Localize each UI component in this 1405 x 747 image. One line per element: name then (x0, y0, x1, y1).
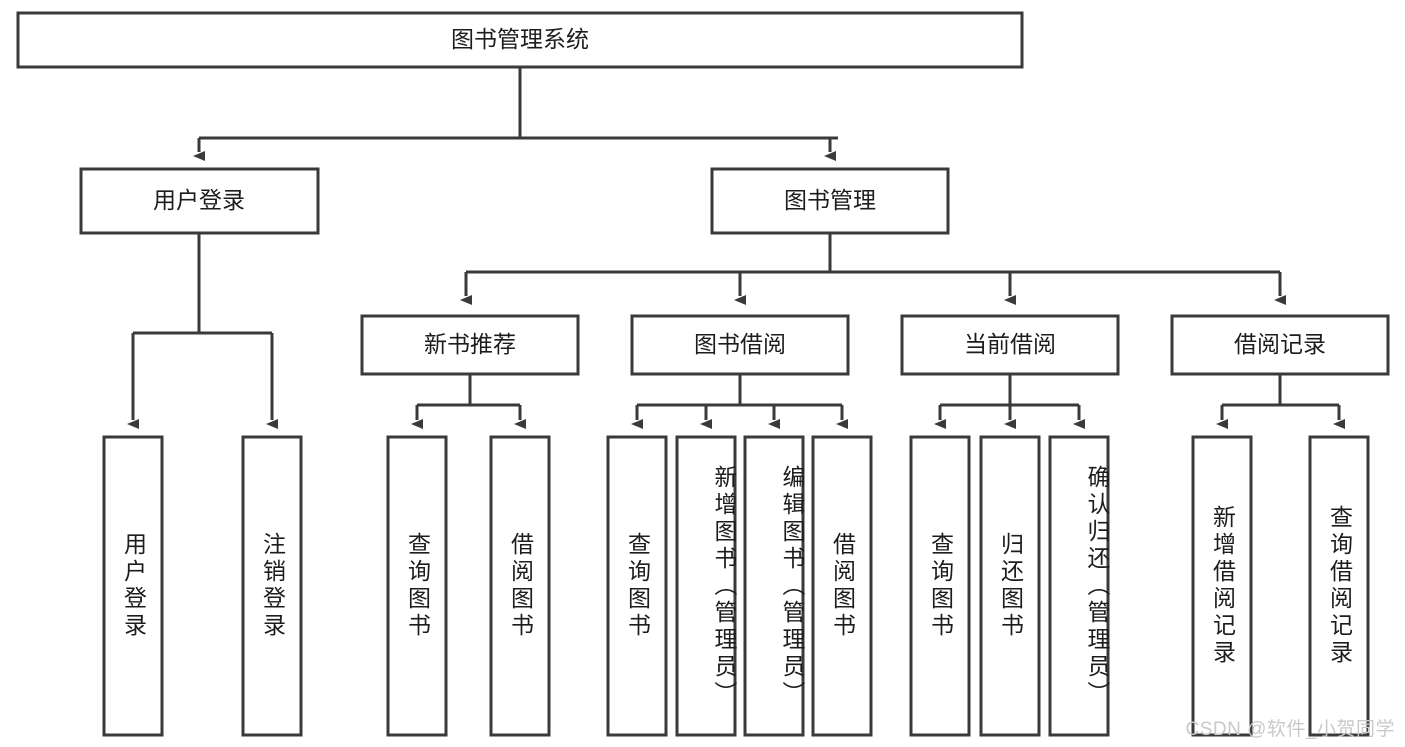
leaf-box-book-borrow-2[interactable] (743, 435, 805, 737)
leaf-box-new-book-1[interactable] (489, 435, 551, 737)
node-book-borrow[interactable]: 图书借阅 (630, 314, 850, 376)
leaf-box-book-borrow-1[interactable] (675, 435, 737, 737)
node-user-login[interactable]: 用户登录 (79, 167, 320, 235)
connector-current-borrow-to-leaves (934, 374, 1085, 429)
connector-borrow-record-to-leaves (1216, 374, 1345, 429)
node-new-book-recommend[interactable]: 新书推荐 (360, 314, 580, 376)
leaf-box-book-borrow-3[interactable] (811, 435, 873, 737)
node-book-manage-label: 图书管理 (784, 187, 876, 213)
node-current-borrow-label: 当前借阅 (964, 331, 1056, 357)
node-borrow-record[interactable]: 借阅记录 (1170, 314, 1390, 376)
node-book-manage[interactable]: 图书管理 (710, 167, 950, 235)
node-root[interactable]: 图书管理系统 (16, 11, 1024, 69)
connector-root-to-level2 (193, 67, 838, 161)
leaf-box-borrow-record-1[interactable] (1308, 435, 1370, 737)
connector-book-borrow-to-leaves (631, 374, 848, 429)
leaf-box-current-borrow-1[interactable] (979, 435, 1041, 737)
node-current-borrow[interactable]: 当前借阅 (900, 314, 1120, 376)
connector-book-manage-to-level3 (460, 233, 1286, 305)
node-new-book-recommend-label: 新书推荐 (424, 331, 516, 357)
leaf-box-new-book-0[interactable] (386, 435, 448, 737)
node-borrow-record-label: 借阅记录 (1234, 331, 1326, 357)
leaf-box-user-login-0[interactable] (102, 435, 164, 737)
leaf-box-borrow-record-0[interactable] (1191, 435, 1253, 737)
leaf-box-book-borrow-0[interactable] (606, 435, 668, 737)
node-user-login-label: 用户登录 (153, 187, 245, 213)
leaf-box-user-login-1[interactable] (241, 435, 303, 737)
leaf-box-current-borrow-2[interactable] (1048, 435, 1110, 737)
node-root-label: 图书管理系统 (451, 26, 589, 52)
node-book-borrow-label: 图书借阅 (694, 331, 786, 357)
connector-new-book-to-leaves (411, 374, 526, 429)
connector-user-login-to-leaves (127, 233, 278, 429)
leaf-box-current-borrow-0[interactable] (909, 435, 971, 737)
watermark-text: CSDN @软件_小贺同学 (1185, 719, 1395, 740)
